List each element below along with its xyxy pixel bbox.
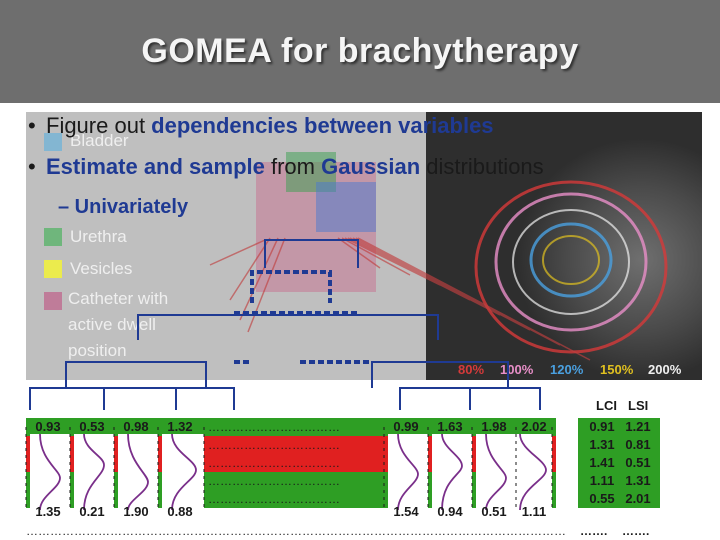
bladder-swatch [44, 133, 62, 151]
legend-catheter-2: active dwell [68, 315, 156, 334]
lci-value-5: 0.55 [589, 491, 615, 506]
lsi-value-3: 0.51 [625, 455, 651, 470]
right-r5-c4: 1.11 [521, 504, 547, 519]
vesicles-swatch [44, 260, 62, 278]
row-5-ellipsis: …………………………… [208, 492, 340, 506]
bullet-estimate: • Estimate and sample from Gaussian distr… [28, 154, 544, 180]
catheter-swatch [44, 292, 62, 310]
lci-value-1: 0.91 [589, 419, 615, 434]
sub-bullet-univariately: – Univariately [58, 196, 188, 219]
lci-value-4: 1.11 [589, 473, 615, 488]
row-1-ellipsis: …………………………… [208, 420, 340, 434]
slide-title: GOMEA for brachytherapy [141, 32, 579, 70]
gaussian-columns [25, 427, 553, 511]
right-r1-c1: 0.99 [393, 419, 419, 434]
lsi-value-1: 1.21 [625, 419, 651, 434]
tree-edges [29, 239, 541, 410]
left-r1-c2: 0.53 [79, 419, 105, 434]
isodose-150: 150% [600, 362, 634, 377]
table-bottom-ellipsis: …………………………………………………………………………………………………………… [26, 524, 566, 538]
lsi-value-2: 0.81 [625, 437, 651, 452]
bullet-2-suffix: distributions [420, 154, 544, 179]
bullet-2-mid: from [264, 154, 322, 179]
lsi-value-4: 1.31 [625, 473, 651, 488]
legend-vesicles: Vesicles [70, 259, 133, 278]
right-r1-c4: 2.02 [521, 419, 547, 434]
row-4-ellipsis: …………………………… [208, 474, 340, 488]
isodose-120: 120% [550, 362, 584, 377]
isodose-80: 80% [458, 362, 484, 377]
bullet-1-emphasis: dependencies between variables [151, 113, 494, 138]
bullet-dependencies: • Figure out dependencies between variabl… [28, 113, 494, 139]
right-r1-c2: 1.63 [437, 419, 463, 434]
lsi-more: ……. [622, 524, 650, 538]
fan-lines [209, 237, 591, 361]
left-r5-c4: 0.88 [167, 504, 193, 519]
right-r5-c1: 1.54 [393, 504, 419, 519]
sub-bullet-text: – Univariately [58, 196, 189, 218]
right-r5-c2: 0.94 [437, 504, 463, 519]
bullet-2-emphasis: Estimate and sample [46, 154, 265, 179]
lsi-header: LSI [628, 398, 649, 413]
lci-value-2: 1.31 [589, 437, 615, 452]
isodose-200: 200% [648, 362, 682, 377]
left-r5-c2: 0.21 [79, 504, 105, 519]
tree-dashed-nodes [234, 270, 370, 364]
left-r5-c1: 1.35 [35, 504, 61, 519]
lci-value-3: 1.41 [589, 455, 615, 470]
lsi-value-5: 2.01 [625, 491, 651, 506]
ct-scan-background: 80% 100% 120% 150% 200% [26, 112, 702, 380]
legend-catheter-1: Catheter with [68, 289, 169, 308]
lci-header: LCI [596, 398, 617, 413]
right-r1-c3: 1.98 [481, 419, 507, 434]
bullet-2-emphasis-2: Gaussian [321, 154, 421, 179]
right-r5-c3: 0.51 [481, 504, 507, 519]
bullet-dot: • [28, 154, 36, 179]
left-r1-c1: 0.93 [35, 419, 61, 434]
row-2-ellipsis: …………………………… [208, 438, 340, 452]
legend-urethra: Urethra [70, 227, 127, 246]
left-r1-c4: 1.32 [167, 419, 193, 434]
left-r1-c3: 0.98 [123, 419, 149, 434]
bullet-1-prefix: Figure out [46, 113, 152, 138]
legend-bladder: Bladder [70, 131, 129, 150]
lci-more: ……. [580, 524, 608, 538]
left-r5-c3: 1.90 [123, 504, 149, 519]
legend-catheter-3: position [68, 341, 127, 360]
row-3-ellipsis: …………………………… [208, 456, 340, 470]
title-bar: GOMEA for brachytherapy [0, 0, 720, 103]
bullet-dot: • [28, 113, 36, 138]
urethra-swatch [44, 228, 62, 246]
